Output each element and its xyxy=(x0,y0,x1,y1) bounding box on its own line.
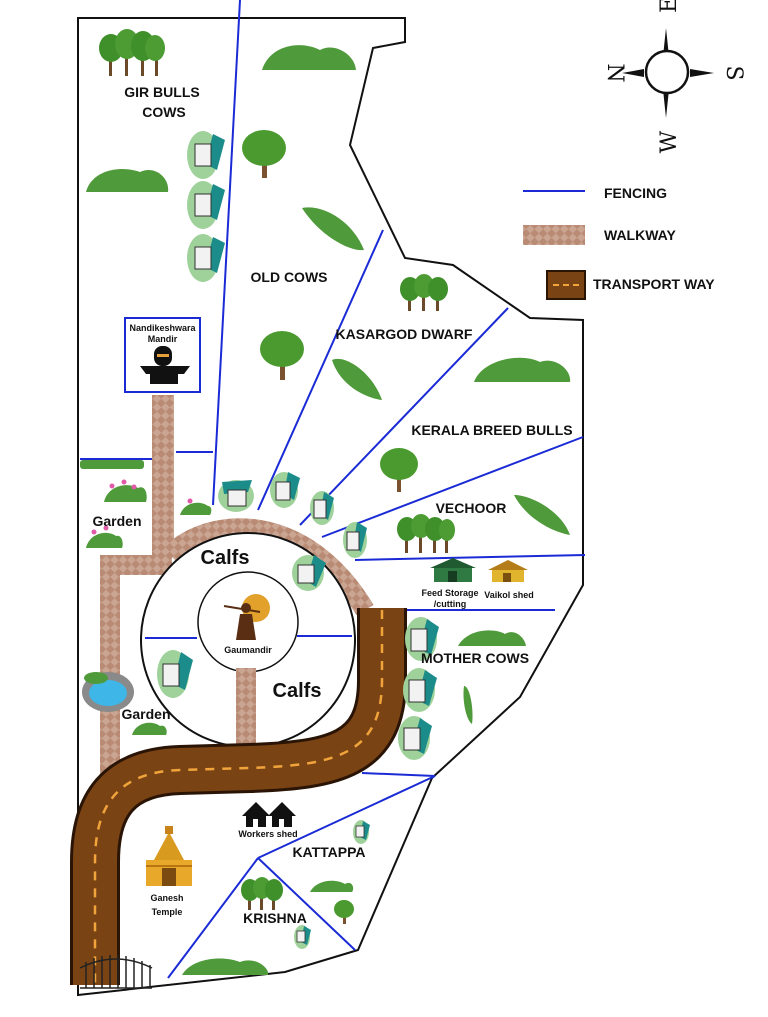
walkway-tile-icon xyxy=(523,225,585,245)
zone-label-garden-bottom: Garden xyxy=(121,706,170,722)
cattle-shed-icon xyxy=(292,555,326,591)
zone-label-gir-line2: COWS xyxy=(142,104,186,120)
zone-label-gir-line1: GIR BULLS xyxy=(124,84,199,100)
garden-shrub-icon xyxy=(132,722,167,735)
bush-icon xyxy=(463,686,473,724)
shivalinga-icon xyxy=(140,346,190,384)
bushes xyxy=(80,45,571,975)
cattle-shed-icon xyxy=(187,234,225,282)
garden-shrub-icon xyxy=(86,532,123,548)
walkway-arc xyxy=(162,518,374,616)
pond-icon xyxy=(82,672,134,712)
bush-icon xyxy=(332,358,382,400)
tree-icon xyxy=(380,448,418,492)
cattle-shed-icon xyxy=(270,472,300,508)
feed-storage-label-line2: /cutting xyxy=(434,599,467,609)
cattle-shed-icon xyxy=(294,925,311,949)
bush-icon xyxy=(474,357,571,382)
bush-icon xyxy=(262,45,356,70)
zone-label-mother-cows: MOTHER COWS xyxy=(421,650,529,666)
cattle-sheds xyxy=(157,131,439,949)
workers-shed-icon xyxy=(242,802,296,827)
walkway-mandir-path xyxy=(152,395,174,555)
ganesh-temple-icon xyxy=(146,826,192,886)
zone-label-vechoor: VECHOOR xyxy=(436,500,507,516)
compass-south-label: S xyxy=(721,65,746,80)
ganesh-temple-label-line1: Ganesh xyxy=(150,893,183,903)
feed-storage-label-line1: Feed Storage xyxy=(421,588,478,598)
bush-icon xyxy=(310,880,354,892)
workers-shed-label: Workers shed xyxy=(238,829,297,839)
cattle-shed-icon xyxy=(310,491,334,525)
zone-label-calfs-bottom: Calfs xyxy=(273,680,322,702)
compass-west-label: W xyxy=(657,130,682,153)
tree-grove-icon xyxy=(241,877,283,910)
gaumandir-label: Gaumandir xyxy=(224,645,272,655)
legend-fencing-label: FENCING xyxy=(604,185,667,201)
bush-icon xyxy=(86,169,169,192)
zone-label-kerala: KERALA BREED BULLS xyxy=(411,422,572,438)
legend-walkway-label: WALKWAY xyxy=(604,227,676,243)
bush-icon xyxy=(458,630,526,646)
cattle-shed-icon xyxy=(353,820,370,844)
legend-transport-label: TRANSPORT WAY xyxy=(593,276,715,292)
zone-label-krishna: KRISHNA xyxy=(243,910,307,926)
entrance-gate-icon xyxy=(79,955,153,989)
compass-east-label: E xyxy=(657,0,682,13)
zone-label-calfs-top: Calfs xyxy=(201,547,250,569)
garden-shrub-icon xyxy=(180,502,212,515)
bush-icon xyxy=(302,207,364,251)
gaumandir-krishna-icon xyxy=(223,594,270,640)
tree-grove-icon xyxy=(99,29,165,76)
zone-label-garden-top: Garden xyxy=(92,513,141,529)
mandir-label-line2: Mandir xyxy=(148,334,178,344)
tree-icon xyxy=(260,331,304,380)
ganesh-temple-label-line2: Temple xyxy=(152,907,183,917)
tree-icon xyxy=(334,900,354,924)
cattle-shed-icon xyxy=(157,650,193,698)
compass-rose-icon xyxy=(622,28,714,118)
feed-storage-icon xyxy=(430,558,476,582)
zone-label-kasargod: KASARGOD DWARF xyxy=(336,326,473,342)
bush-icon xyxy=(514,495,570,535)
zone-label-old-cows: OLD COWS xyxy=(251,269,328,285)
tree-icon xyxy=(242,130,286,178)
cattle-shed-icon xyxy=(187,181,225,229)
cattle-shed-icon xyxy=(187,131,225,179)
cattle-shed-icon xyxy=(343,522,367,558)
garden-flowers xyxy=(91,479,193,535)
property-boundary xyxy=(77,17,584,997)
cattle-shed-icon xyxy=(218,480,254,512)
vaikol-shed-icon xyxy=(488,560,528,582)
tree-grove-icon xyxy=(400,274,448,311)
cattle-shed-icon xyxy=(398,716,432,760)
bush-icon xyxy=(182,958,269,975)
mandir-label-line1: Nandikeshwara xyxy=(129,323,196,333)
zone-label-kattappa: KATTAPPA xyxy=(292,844,365,860)
vaikol-shed-label: Vaikol shed xyxy=(484,590,534,600)
hedge-icon xyxy=(80,460,144,469)
tree-grove-icon xyxy=(397,514,455,553)
cattle-shed-icon xyxy=(405,617,439,661)
transport-road xyxy=(70,608,407,985)
garden-shrub-icon xyxy=(104,485,147,502)
legend: FENCING WALKWAY TRANSPORT WAY xyxy=(523,185,715,300)
walkway-left-vertical xyxy=(100,560,120,782)
cattle-shed-icon xyxy=(403,668,437,712)
compass-north-label: N xyxy=(602,63,627,82)
